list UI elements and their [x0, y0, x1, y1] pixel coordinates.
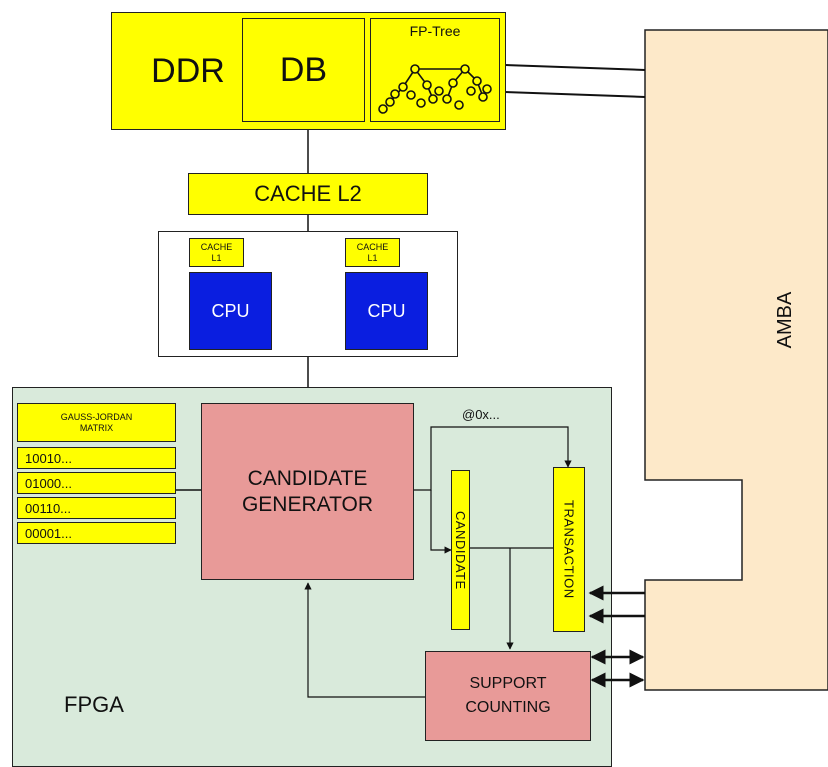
- amba-label: AMBA: [773, 291, 796, 349]
- matrix-row: 10010...: [17, 447, 176, 469]
- transaction-label: TRANSACTION: [561, 500, 577, 599]
- matrix-row: 00001...: [17, 522, 176, 544]
- db-block: DB: [242, 18, 365, 122]
- matrix-row: 01000...: [17, 472, 176, 494]
- ddr-label: DDR: [151, 51, 225, 90]
- transaction-block: TRANSACTION: [553, 467, 585, 632]
- cpu-block-1: CPU: [189, 272, 272, 350]
- fp-tree-icon: [378, 64, 492, 114]
- candidate-generator-block: CANDIDATE GENERATOR: [201, 403, 414, 580]
- cache-l2-block: CACHE L2: [188, 173, 428, 215]
- fp-tree-block: FP-Tree: [370, 18, 500, 122]
- matrix-row: 00110...: [17, 497, 176, 519]
- fpga-label: FPGA: [64, 692, 124, 717]
- cache-l1-block-2: CACHE L1: [345, 238, 400, 267]
- address-label: @0x...: [462, 407, 500, 422]
- candidate-block: CANDIDATE: [451, 470, 470, 630]
- fp-tree-label: FP-Tree: [409, 23, 461, 39]
- support-counting-block: SUPPORT COUNTING: [425, 651, 591, 741]
- cpu-block-2: CPU: [345, 272, 428, 350]
- candidate-label: CANDIDATE: [453, 510, 468, 590]
- cache-l1-block-1: CACHE L1: [189, 238, 244, 267]
- matrix-header: GAUSS-JORDAN MATRIX: [17, 403, 176, 442]
